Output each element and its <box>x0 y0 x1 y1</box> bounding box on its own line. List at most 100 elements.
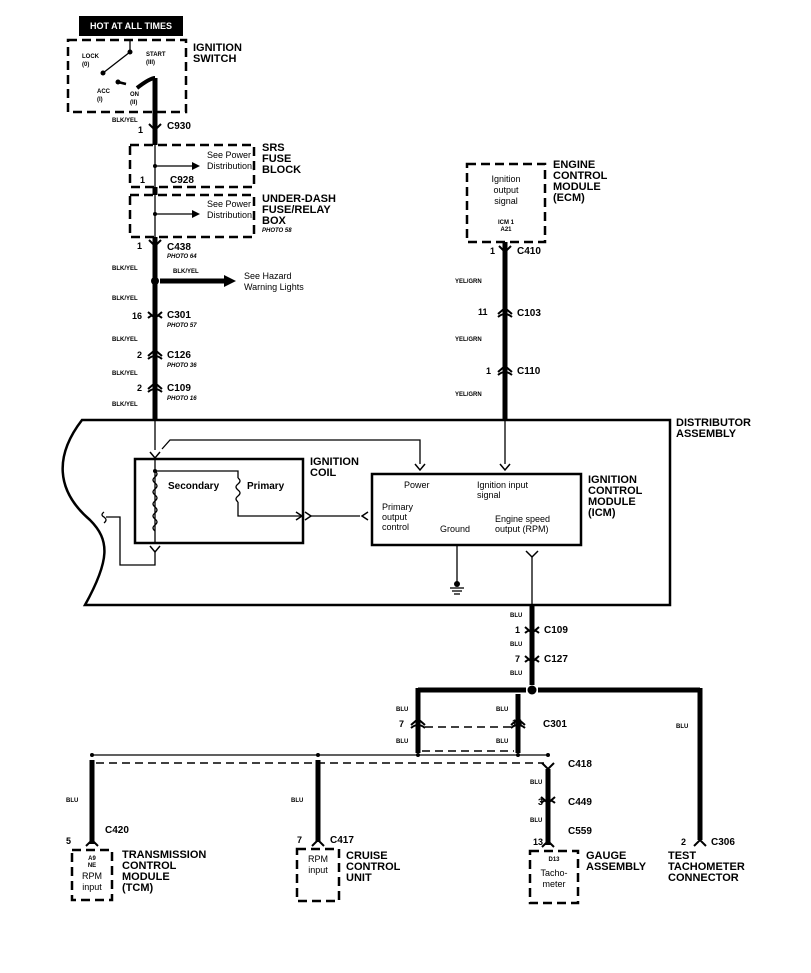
pin-label: 7 <box>515 654 520 664</box>
connector-c438: C438 <box>167 242 191 253</box>
tcm-title: (TCM) <box>122 882 153 894</box>
wire-label: BLU <box>510 671 522 677</box>
ecm-inner: signal <box>494 196 518 206</box>
ignition-switch-title: IGNITION <box>193 42 242 54</box>
gauge-inner: meter <box>542 879 565 889</box>
gauge-assembly: D13 Tacho- meter <box>528 849 580 905</box>
icm-ground: Ground <box>440 524 470 534</box>
pin-label: 3 <box>538 797 543 807</box>
ignition-switch-title-2: SWITCH <box>193 53 236 65</box>
distributor-title: ASSEMBLY <box>676 428 737 440</box>
connector-symbols <box>147 123 163 393</box>
gauge-title: GAUGE <box>586 850 626 862</box>
cruise-inner: RPM <box>308 854 328 864</box>
icm-title: IGNITION <box>588 474 637 486</box>
icm-ignition-input: Ignition input <box>477 480 529 490</box>
cruise-title: UNIT <box>346 872 372 884</box>
pin-label: 2 <box>681 837 686 847</box>
connector-c930: C930 <box>167 121 191 132</box>
srs-title: SRS <box>262 142 285 154</box>
note: See Power <box>207 150 251 160</box>
pin-label: 1 <box>486 366 491 376</box>
connector-c126: C126 <box>167 350 191 361</box>
lock-label: LOCK <box>82 54 100 60</box>
wire-label: BLU <box>510 642 522 648</box>
ignition-coil-title: COIL <box>310 467 337 479</box>
hazard-ref: Warning Lights <box>244 282 304 292</box>
gauge-inner: Tacho- <box>540 868 567 878</box>
wire-label: BLU <box>530 818 542 824</box>
pin-label: 1 <box>140 175 145 185</box>
photo-ref: PHOTO 36 <box>167 363 197 369</box>
gauge-pin: D13 <box>548 857 560 863</box>
note: See Power <box>207 199 251 209</box>
connector-c449: C449 <box>568 797 592 808</box>
wire-label: YEL/GRN <box>455 279 482 285</box>
photo-ref: PHOTO 16 <box>167 396 197 402</box>
splice-point <box>527 685 537 695</box>
acc-position: (I) <box>97 97 103 103</box>
ignition-coil-title: IGNITION <box>310 456 359 468</box>
wire-label: BLK/YEL <box>112 402 138 408</box>
start-position: (III) <box>146 60 155 66</box>
icm-primary-output: Primary <box>382 502 413 512</box>
tcm-pin: NE <box>88 863 96 869</box>
photo-ref: PHOTO 64 <box>167 254 197 260</box>
hazard-ref: See Hazard <box>244 271 292 281</box>
pin-label: 1 <box>515 625 520 635</box>
ignition-switch: LOCK (0) START (III) ACC (I) ON (II) <box>66 38 188 114</box>
tcm-title: CONTROL <box>122 860 177 872</box>
tcm-inner: RPM <box>82 871 102 881</box>
wire-label: BLK/YEL <box>112 266 138 272</box>
connector-c306: C306 <box>711 837 735 848</box>
cruise-inner: input <box>308 865 328 875</box>
photo-ref: PHOTO 58 <box>262 228 292 234</box>
wire-label: BLU <box>676 724 688 730</box>
wire-label: BLU <box>396 707 408 713</box>
srs-title: BLOCK <box>262 164 301 176</box>
ground-icon <box>450 545 464 595</box>
gauge-title: ASSEMBLY <box>586 861 647 873</box>
pin-label: 1 <box>490 246 495 256</box>
connector-c420: C420 <box>105 825 129 836</box>
wire-label: BLU <box>66 798 78 804</box>
ecm-pin: A21 <box>500 227 512 233</box>
wire-label: BLK/YEL <box>173 269 199 275</box>
engine-control-module: Ignition output signal ICM 1 A21 <box>465 162 547 244</box>
ecm-pin: ICM 1 <box>498 220 515 226</box>
icm-ignition-input: signal <box>477 490 501 500</box>
ignition-control-module: Power Ignition input signal Primary outp… <box>370 472 583 547</box>
wire-label: YEL/GRN <box>455 337 482 343</box>
wire-label: BLK/YEL <box>112 296 138 302</box>
banner-text: HOT AT ALL TIMES <box>90 21 172 31</box>
test-tach-title: CONNECTOR <box>668 872 739 884</box>
pin-label: 13 <box>533 837 543 847</box>
tcm-inner: input <box>82 882 102 892</box>
connector-c410: C410 <box>517 246 541 257</box>
icm-primary-output: output <box>382 512 408 522</box>
wire-label: BLK/YEL <box>112 118 138 124</box>
under-dash-title: UNDER-DASH <box>262 193 336 205</box>
srs-title: FUSE <box>262 153 291 165</box>
srs-fuse-block: See Power Distribution, 1 C928 <box>128 143 256 189</box>
pin-label: 7 <box>297 835 302 845</box>
connector-c301-bottom: C301 <box>543 719 567 730</box>
icm-primary-output: control <box>382 522 409 532</box>
test-tach-title: TEST <box>668 850 696 862</box>
pin-label: 2 <box>137 350 142 360</box>
pin-label: 14 <box>512 718 522 728</box>
photo-ref: PHOTO 57 <box>167 323 197 329</box>
acc-label: ACC <box>97 89 111 95</box>
on-position: (II) <box>130 100 137 106</box>
tcm-title: MODULE <box>122 871 170 883</box>
connector-c109-bottom: C109 <box>544 625 568 636</box>
connector-c301: C301 <box>167 310 191 321</box>
cruise-title: CRUISE <box>346 850 388 862</box>
wire-label: BLU <box>530 780 542 786</box>
connector-c127: C127 <box>544 654 568 665</box>
connector-c103: C103 <box>517 308 541 319</box>
icm-engine-speed: Engine speed <box>495 514 550 524</box>
ecm-inner: output <box>493 185 519 195</box>
pin-label: 2 <box>137 383 142 393</box>
